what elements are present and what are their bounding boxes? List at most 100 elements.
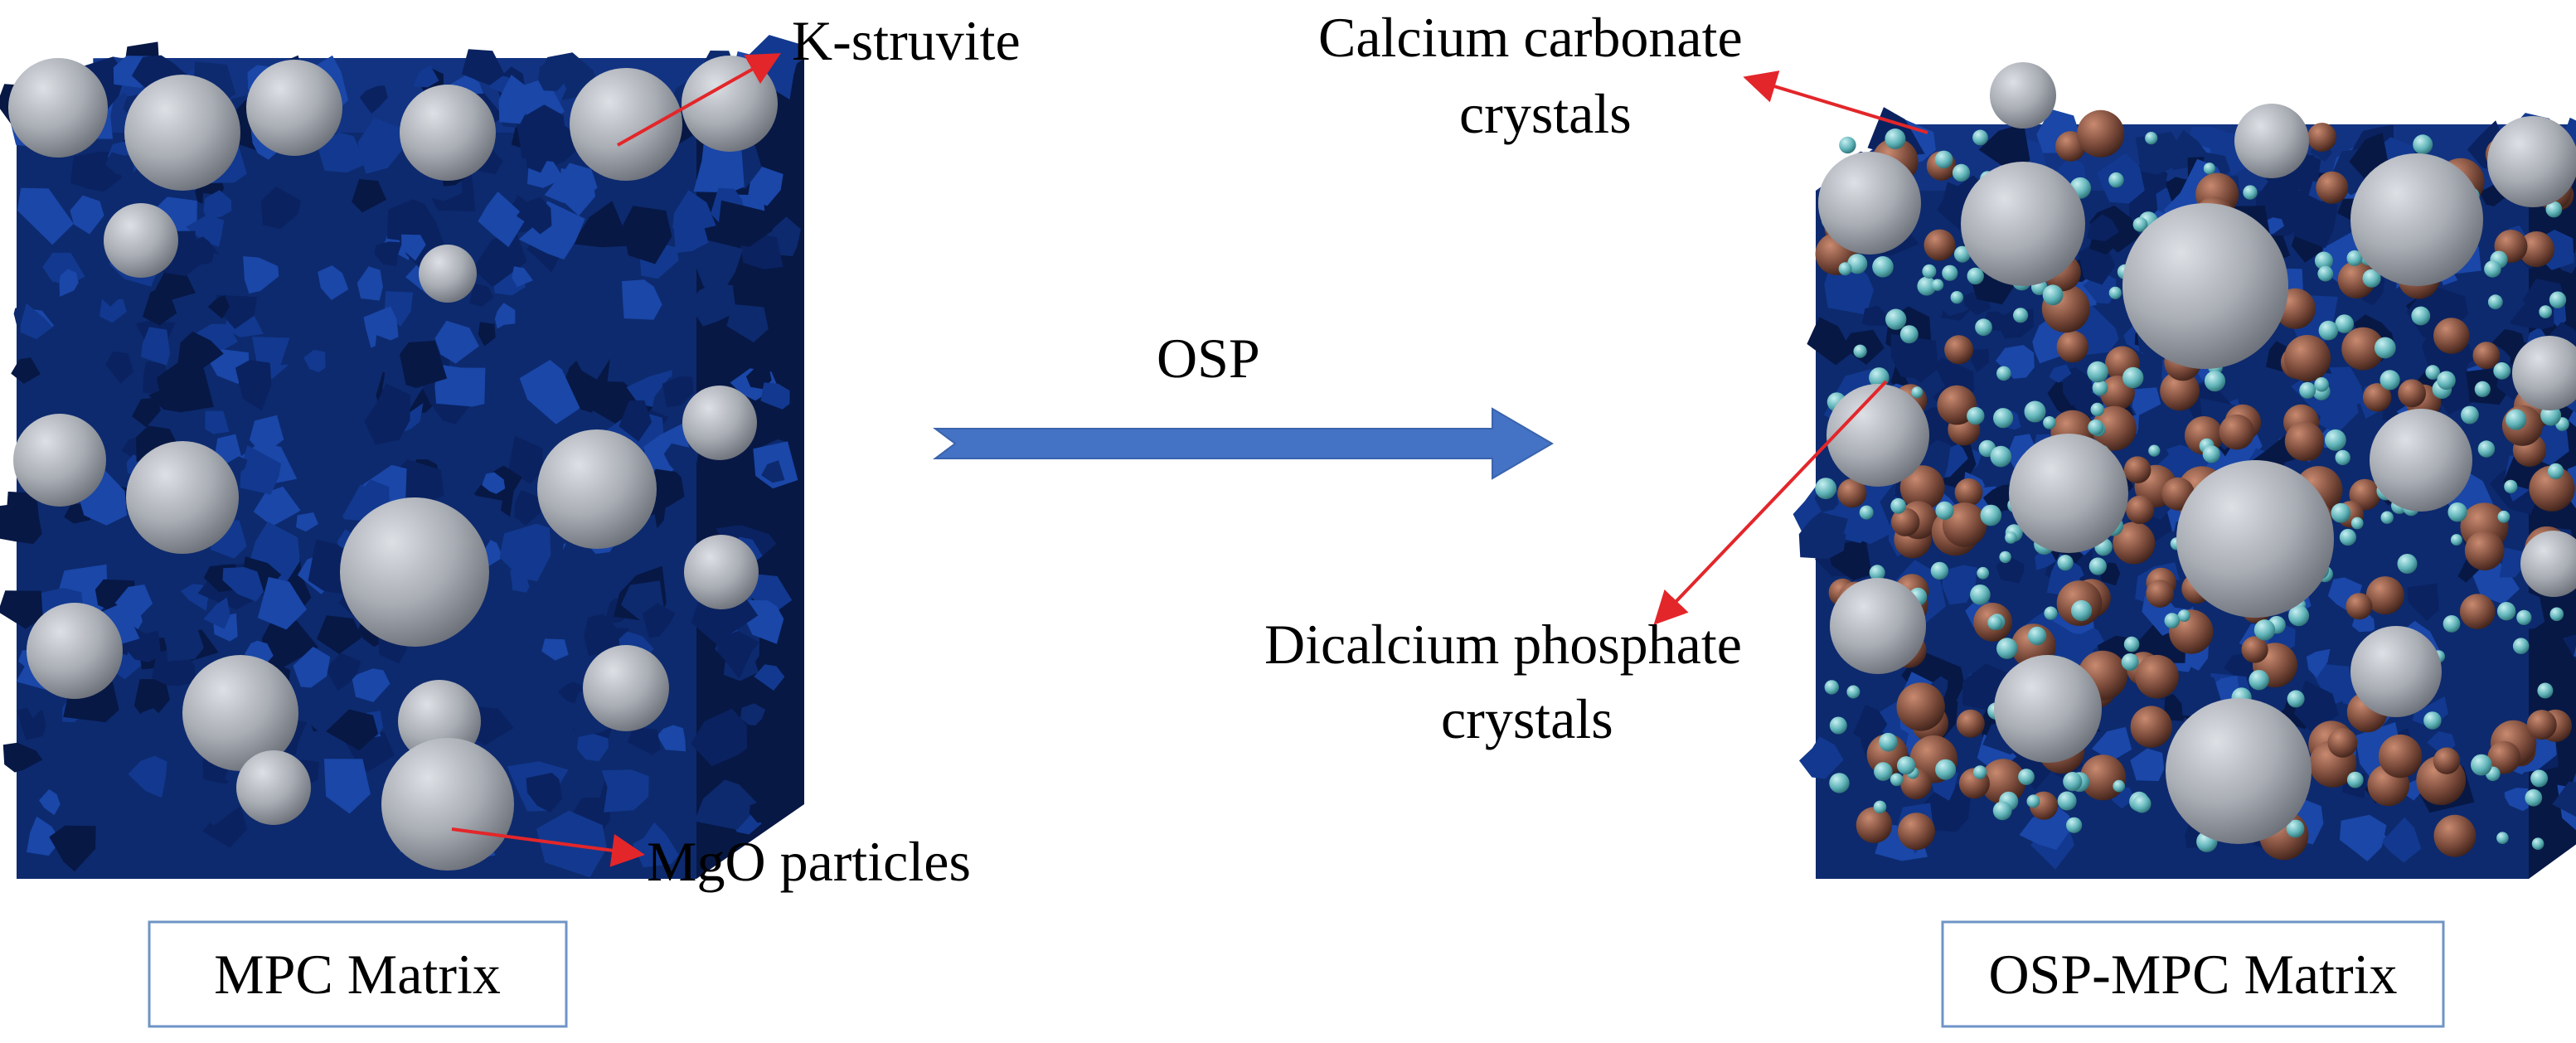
dicalcium-phosphate-crystal (2057, 555, 2074, 571)
k-struvite-crystal (222, 567, 264, 602)
mgo-particles-label: MgO particles (647, 830, 971, 893)
calcium-carbonate-crystal (1956, 709, 1985, 738)
mpc-matrix-caption-box (148, 920, 568, 1028)
k-struvite-crystal (280, 273, 310, 303)
k-struvite-crystal (434, 320, 479, 364)
dicalcium-phosphate-crystal (2088, 557, 2107, 575)
dicalcium-phosphate-crystal (2362, 269, 2381, 288)
k-struvite-crystal (576, 732, 609, 762)
k-struvite-crystal (2019, 804, 2071, 851)
dicalcium-phosphate-crystal (2005, 531, 2017, 544)
calcium-carbonate-crystal (2160, 371, 2200, 411)
dicalcium-phosphate-crystal (2496, 832, 2509, 844)
k-struvite-crystal (2564, 117, 2576, 146)
mgo-particle (682, 386, 757, 460)
dicalcium-phosphate-crystal (2204, 371, 2226, 392)
k-struvite-crystal (1969, 514, 2010, 560)
dicalcium-phosphate-crystal (1879, 732, 1898, 752)
k-struvite-crystal (299, 415, 342, 458)
dicalcium-phosphate-crystal (1874, 762, 1893, 781)
dicalcium-phosphate-crystal (1970, 585, 1991, 605)
calcium-carbonate-crystal (2307, 123, 2337, 152)
dicalcium-phosphate-crystal (2042, 284, 2064, 306)
k-struvite-crystal (691, 240, 744, 293)
calcium-carbonate-crystal (1837, 478, 1867, 508)
dicalcium-phosphate-crystal (1917, 276, 1937, 296)
mgo-particle (1961, 162, 2085, 286)
dicalcium-phosphate-crystal (1987, 615, 2003, 630)
dicalcium-phosphate-crystal (2504, 479, 2518, 494)
dicalcium-phosphate-crystal (2506, 409, 2527, 430)
dicalcium-phosphate-crystal (1847, 254, 1868, 274)
k-struvite-crystal (2331, 527, 2373, 563)
dicalcium-phosphate-crystal (1859, 505, 1874, 520)
k-struvite-crystal (559, 167, 596, 216)
dicalcium-phosphate-crystal (1873, 800, 1887, 814)
dicalcium-phosphate-crystal (1890, 497, 1907, 514)
calcium-carbonate-crystal (2316, 171, 2349, 204)
mgo-particle (2009, 434, 2128, 553)
k-struvite-crystal (726, 303, 769, 342)
mpc-matrix-cube (0, 35, 804, 879)
mgo-particle (2166, 698, 2312, 844)
calcium-carbonate-crystal (2472, 342, 2501, 370)
dicalcium-phosphate-crystal (1853, 344, 1867, 358)
dicalcium-phosphate-crystal (2013, 308, 2029, 323)
dicalcium-phosphate-crystal (2018, 769, 2035, 785)
calcium-carbonate-crystal (1891, 507, 1920, 536)
k-struvite-crystal (693, 138, 745, 193)
dicalcium-phosphate-crystal (2471, 754, 2492, 776)
k-struvite-crystal (2574, 645, 2576, 657)
dicalcium-phosphate-crystal (1931, 279, 1944, 291)
k-struvite-crystal (59, 269, 79, 297)
calcium-carbonate-crystal (2433, 747, 2461, 774)
calcium-carbonate-crystal (2459, 594, 2496, 629)
calcium-carbonate-crystal (2529, 465, 2575, 512)
mgo-particle (583, 645, 669, 731)
dicalcium-phosphate-crystal (2339, 528, 2356, 546)
k-struvite-crystal (205, 410, 230, 434)
calcium-carbonate-label-line2: crystals (1459, 82, 1632, 145)
calcium-carbonate-crystal (2526, 710, 2557, 740)
mgo-particle (2512, 336, 2576, 410)
k-struvite-crystal (643, 603, 676, 638)
k-struvite-crystal (601, 769, 649, 813)
dicalcium-phosphate-crystal (1973, 765, 1987, 779)
calcium-carbonate-crystal (2378, 734, 2423, 779)
dicalcium-phosphate-crystal (1824, 680, 1839, 695)
k-struvite-crystal (673, 211, 709, 254)
k-struvite-crystal (637, 313, 668, 340)
dicalcium-phosphate-crystal (2122, 366, 2144, 389)
k-struvite-crystal (461, 49, 505, 85)
mgo-particle (419, 245, 477, 303)
mgo-particles-treated (1818, 62, 2576, 844)
dicalcium-phosphate-crystal (2484, 260, 2501, 278)
k-struvite-crystal (2162, 693, 2188, 721)
k-struvite-crystal (305, 203, 341, 242)
k-struvite-crystal (1861, 305, 1893, 327)
k-struvite-crystal (516, 104, 567, 163)
dicalcium-phosphate-crystal (1980, 504, 2002, 526)
dicalcium-phosphate-crystal (2145, 132, 2158, 145)
k-struvite-crystal (261, 614, 318, 670)
k-struvite-crystal (133, 708, 164, 743)
k-struvite-crystal (203, 597, 230, 629)
k-struvite-crystal (749, 798, 776, 823)
k-struvite-crystal (482, 472, 506, 494)
k-struvite-crystal (318, 265, 349, 300)
k-struvite-crystal (114, 585, 153, 620)
dicalcium-phosphate-crystal (1890, 773, 1904, 787)
dicalcium-phosphate-crystal (2026, 794, 2040, 808)
k-struvite-crystal (209, 252, 242, 296)
dicalcium-phosphate-crystal (1993, 408, 2014, 429)
k-struvite-crystal (478, 322, 496, 347)
mpc-matrix-caption: MPC Matrix (148, 920, 568, 1028)
k-struvite-crystal (317, 132, 367, 173)
calcium-carbonate-crystal (1898, 813, 1935, 851)
mpc-matrix-caption-text: MPC Matrix (214, 943, 501, 1006)
calcium-carbonate-crystal (1944, 335, 1974, 365)
mgo-particle (537, 429, 657, 549)
k-struvite-crystal (1807, 317, 1853, 366)
dicalcium-phosphate-crystal (2286, 819, 2305, 838)
k-struvite-crystal (240, 444, 281, 495)
